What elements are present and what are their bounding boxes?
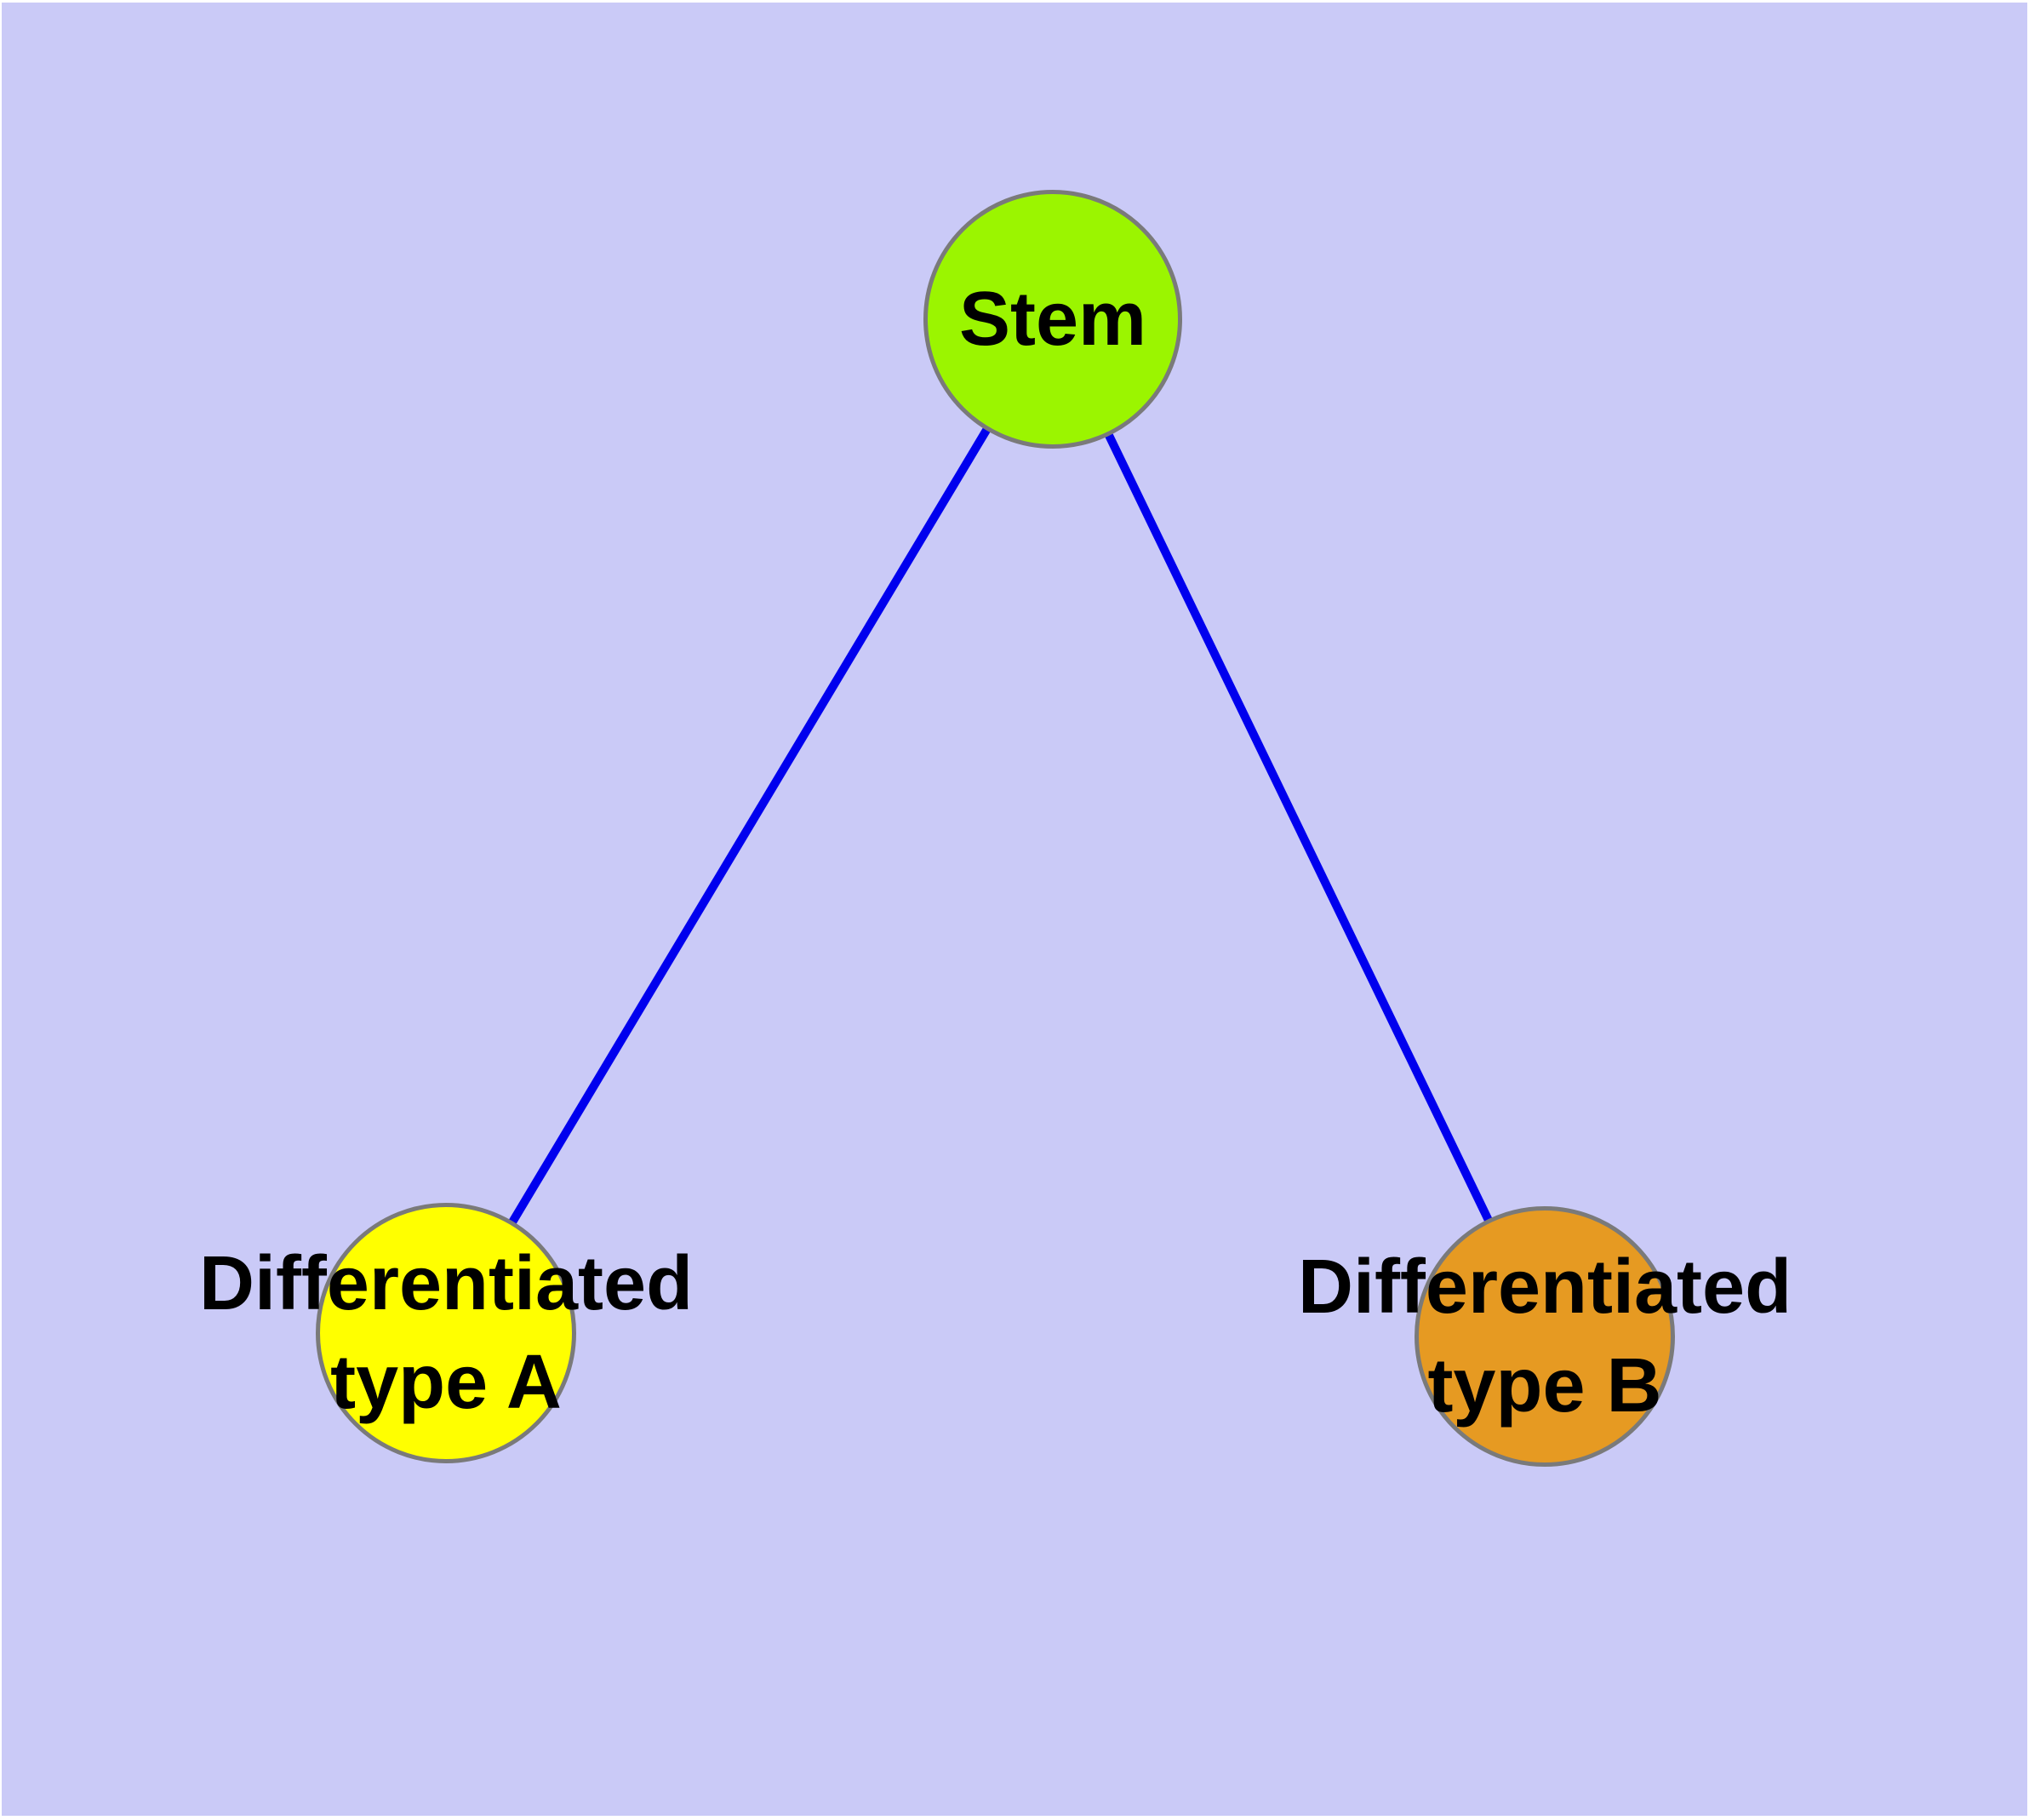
node-differentiated-type-a-label: Differentiated type A [199, 1234, 693, 1432]
node-differentiated-type-b-label: Differentiated type B [1298, 1238, 1792, 1435]
node-stem-label: Stem [959, 270, 1146, 369]
label-line: type A [330, 1340, 562, 1425]
node-stem [923, 190, 1182, 449]
label-line: Stem [958, 277, 1147, 362]
label-line: Differentiated [1297, 1245, 1792, 1330]
edge-stem-to-type-a [442, 317, 1057, 1336]
edge-stem-to-type-b [1049, 317, 1549, 1339]
label-line: type B [1427, 1343, 1662, 1428]
node-differentiated-type-a [316, 1203, 576, 1463]
node-differentiated-type-b [1415, 1206, 1675, 1467]
label-line: Differentiated [198, 1241, 694, 1326]
